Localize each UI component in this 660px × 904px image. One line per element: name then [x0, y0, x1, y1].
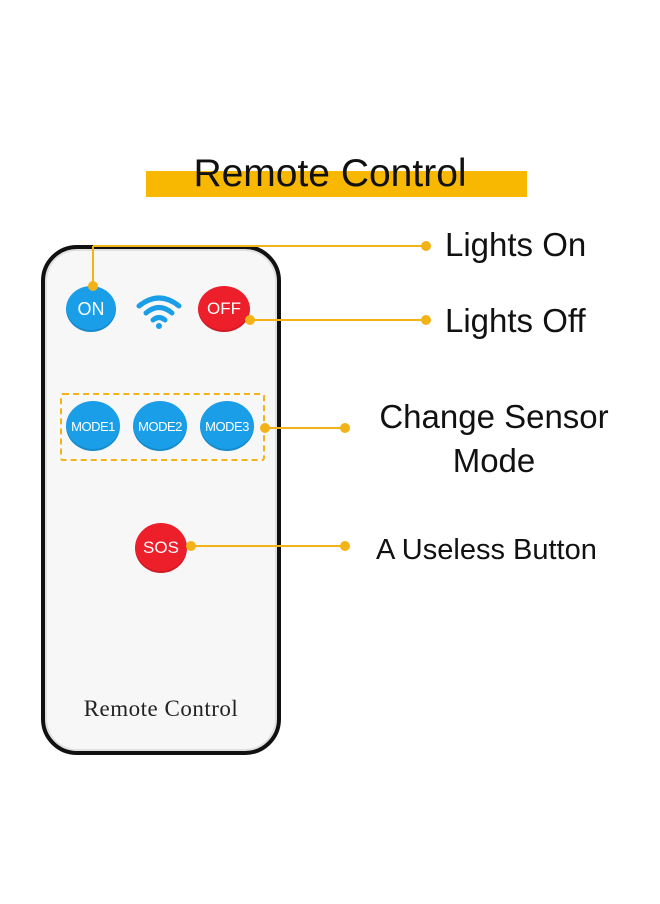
callout-useless-button: A Useless Button [376, 534, 597, 566]
callout-change-mode-line2: Mode [452, 442, 536, 479]
mode3-button[interactable]: MODE3 [200, 401, 254, 451]
leader-dot-on-end [421, 241, 431, 251]
title-highlight-bar [146, 171, 527, 197]
title-banner: Remote Control [0, 150, 660, 200]
on-button[interactable]: ON [66, 286, 116, 332]
leader-dot-sos-end [340, 541, 350, 551]
page-title: Remote Control [193, 152, 467, 195]
callout-lights-on: Lights On [445, 226, 587, 263]
callout-lights-off: Lights Off [445, 302, 586, 339]
leader-dot-mode-end [340, 423, 350, 433]
wifi-icon [136, 295, 182, 329]
leader-dot-off-end [421, 315, 431, 325]
callout-change-sensor-mode: Change Sensor Mode [358, 395, 630, 483]
mode2-button[interactable]: MODE2 [133, 401, 187, 451]
mode1-button[interactable]: MODE1 [66, 401, 120, 451]
sos-button[interactable]: SOS [135, 523, 187, 573]
off-button[interactable]: OFF [198, 286, 250, 332]
remote-brand-label: Remote Control [83, 696, 239, 721]
callout-change-mode-line1: Change Sensor [379, 398, 609, 435]
